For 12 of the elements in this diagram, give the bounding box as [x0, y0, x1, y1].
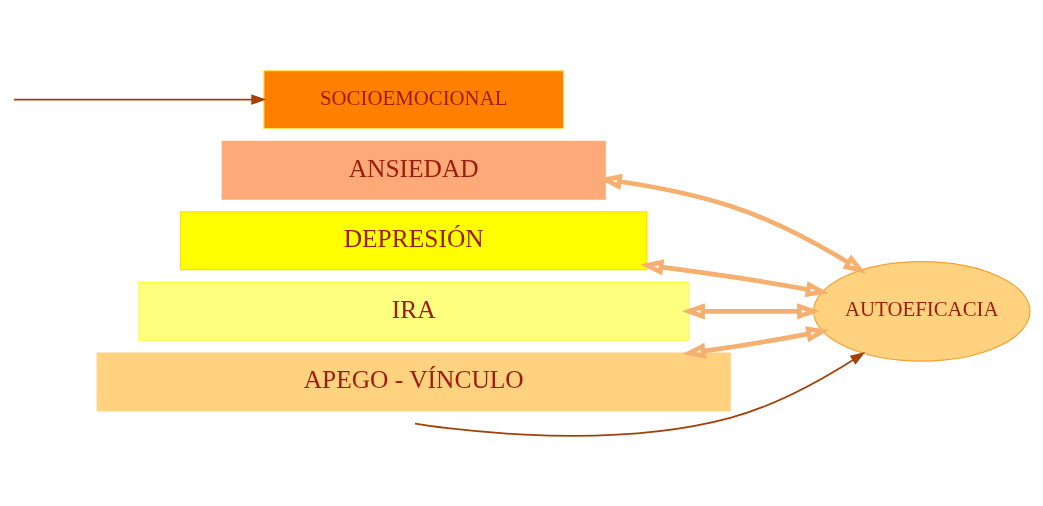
- arrow: [414, 351, 866, 436]
- node-box: ANSIEDAD: [221, 140, 606, 200]
- arrow: [682, 325, 830, 359]
- arrow: [681, 302, 821, 319]
- arrow: [640, 258, 829, 297]
- node-box: DEPRESIÓN: [179, 210, 648, 270]
- arrow: [598, 173, 867, 274]
- node-box: SOCIOEMOCIONAL: [263, 69, 565, 129]
- node-box: IRA: [138, 281, 690, 341]
- node-ellipse: AUTOEFICACIA: [813, 260, 1031, 362]
- node-box: APEGO - VÍNCULO: [96, 351, 731, 411]
- arrow: [13, 93, 267, 105]
